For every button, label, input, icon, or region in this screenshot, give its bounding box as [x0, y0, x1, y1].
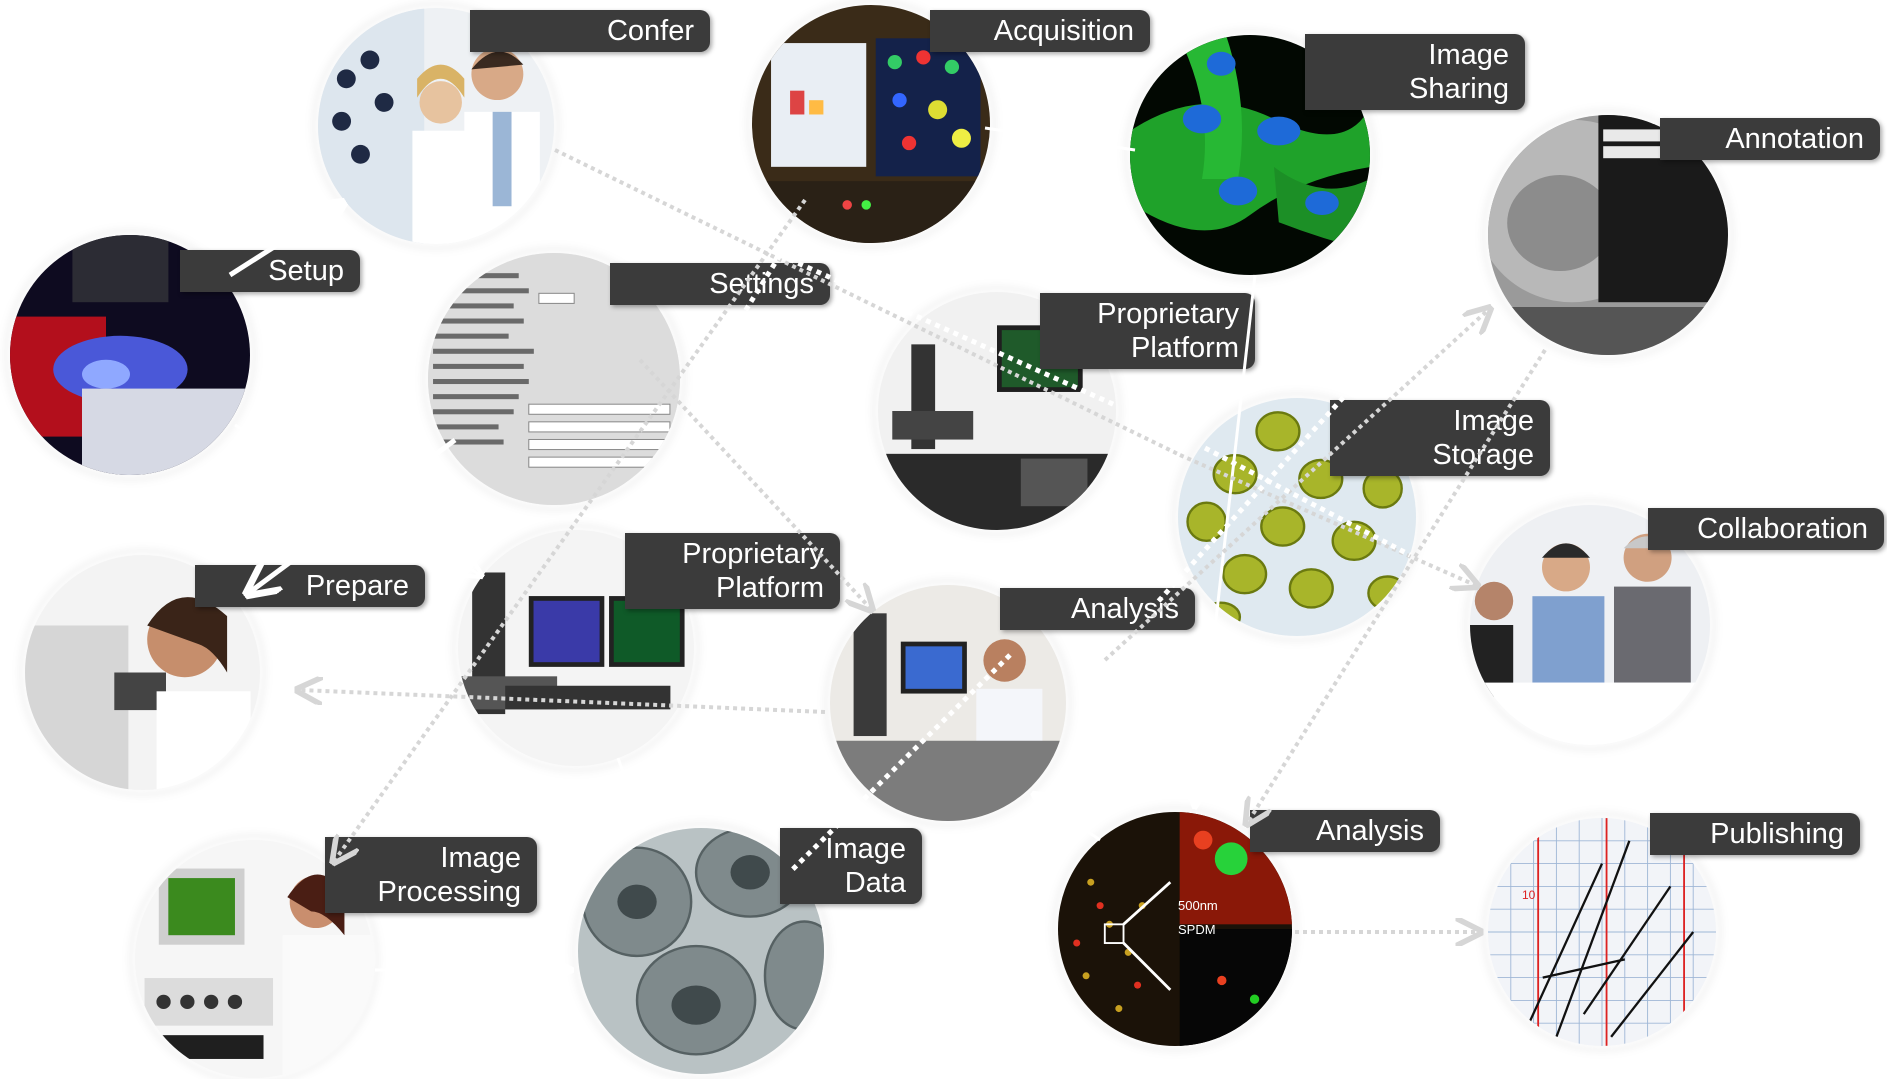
annotation-photo	[1488, 115, 1728, 355]
dotted-settings-to-analysis	[638, 358, 870, 608]
arrow-platform-to-imagedata	[616, 757, 642, 825]
dotted-acq-to-processing	[335, 198, 807, 860]
label-publishing: Publishing	[1650, 813, 1860, 855]
dotted-white-settings-to-platform	[778, 252, 1117, 408]
label-annotation: Annotation	[1660, 118, 1880, 160]
arrow-acq-to-sharing	[984, 126, 1136, 152]
scale-bar-label: 500nm	[1178, 898, 1218, 913]
dotted-annotation-to-analysis	[1248, 348, 1547, 822]
publishing-chart-photo	[1488, 818, 1716, 1046]
label-prepare: Prepare	[195, 565, 425, 607]
arrow-sharing-to-analysis	[1195, 274, 1257, 805]
label-confer: Confer	[470, 10, 710, 52]
label-analysis-bottom: Analysis	[1250, 810, 1440, 852]
dotted-analysis-to-annotation	[1103, 310, 1488, 662]
dotted-white-storage-to-analysis	[1153, 388, 1352, 607]
spdm-label: SPDM	[1178, 922, 1216, 937]
dotted-white-platform-to-prepare	[687, 253, 783, 402]
dotted-storage-to-collab	[1179, 453, 1475, 585]
image-processing-photo	[135, 840, 373, 1078]
analysis-bottom-photo	[1058, 812, 1292, 1046]
arrow-analysis-to-analysis	[1035, 795, 1101, 842]
dotted-confer-to-storage	[554, 148, 1181, 457]
label-setup: Setup	[180, 250, 360, 292]
dotted-white-storage-line	[1203, 445, 1412, 558]
arrow-setup-to-platform	[234, 423, 480, 575]
image-sharing-photo	[1130, 35, 1370, 275]
label-collaboration: Collaboration	[1648, 508, 1884, 550]
arrow-settings-to-prepare	[250, 437, 457, 592]
arrow-annotation-to-collab	[1596, 379, 1600, 490]
arrow-setup-to-confer	[228, 205, 340, 278]
label-acquisition: Acquisition	[930, 10, 1150, 52]
dotted-white-analysis-to-imagedata	[788, 653, 1012, 874]
chart-marker-label: 10	[1522, 888, 1536, 902]
dotted-analysis-to-prepare	[300, 690, 826, 714]
